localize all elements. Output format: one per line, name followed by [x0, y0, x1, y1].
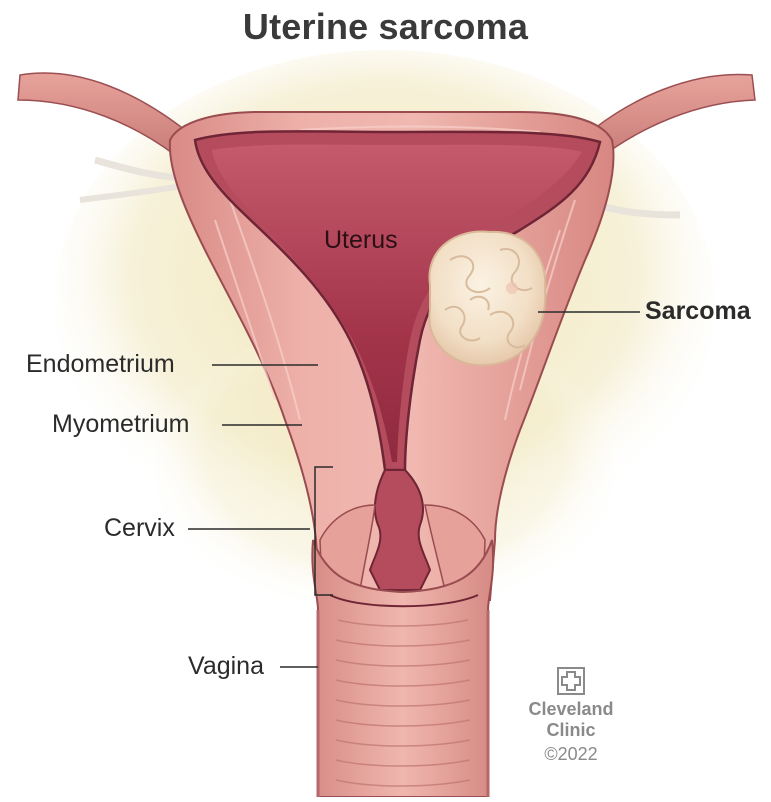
label-cervix: Cervix: [104, 514, 175, 543]
label-vagina: Vagina: [188, 652, 264, 681]
label-sarcoma: Sarcoma: [645, 297, 751, 326]
fallopian-tube-left: [18, 73, 185, 155]
brand-line-2: Clinic: [523, 720, 619, 741]
cleveland-clinic-mark-icon: [557, 667, 585, 695]
fallopian-tube-right: [590, 74, 755, 158]
copyright: ©2022: [523, 743, 619, 765]
diagram-title: Uterine sarcoma: [0, 6, 771, 48]
sarcoma-tumor: [429, 232, 545, 366]
label-myometrium: Myometrium: [52, 410, 190, 439]
brand-line-1: Cleveland: [523, 699, 619, 720]
label-endometrium: Endometrium: [26, 350, 175, 379]
label-uterus: Uterus: [324, 226, 398, 255]
cleveland-clinic-logo: Cleveland Clinic ©2022: [523, 667, 619, 765]
